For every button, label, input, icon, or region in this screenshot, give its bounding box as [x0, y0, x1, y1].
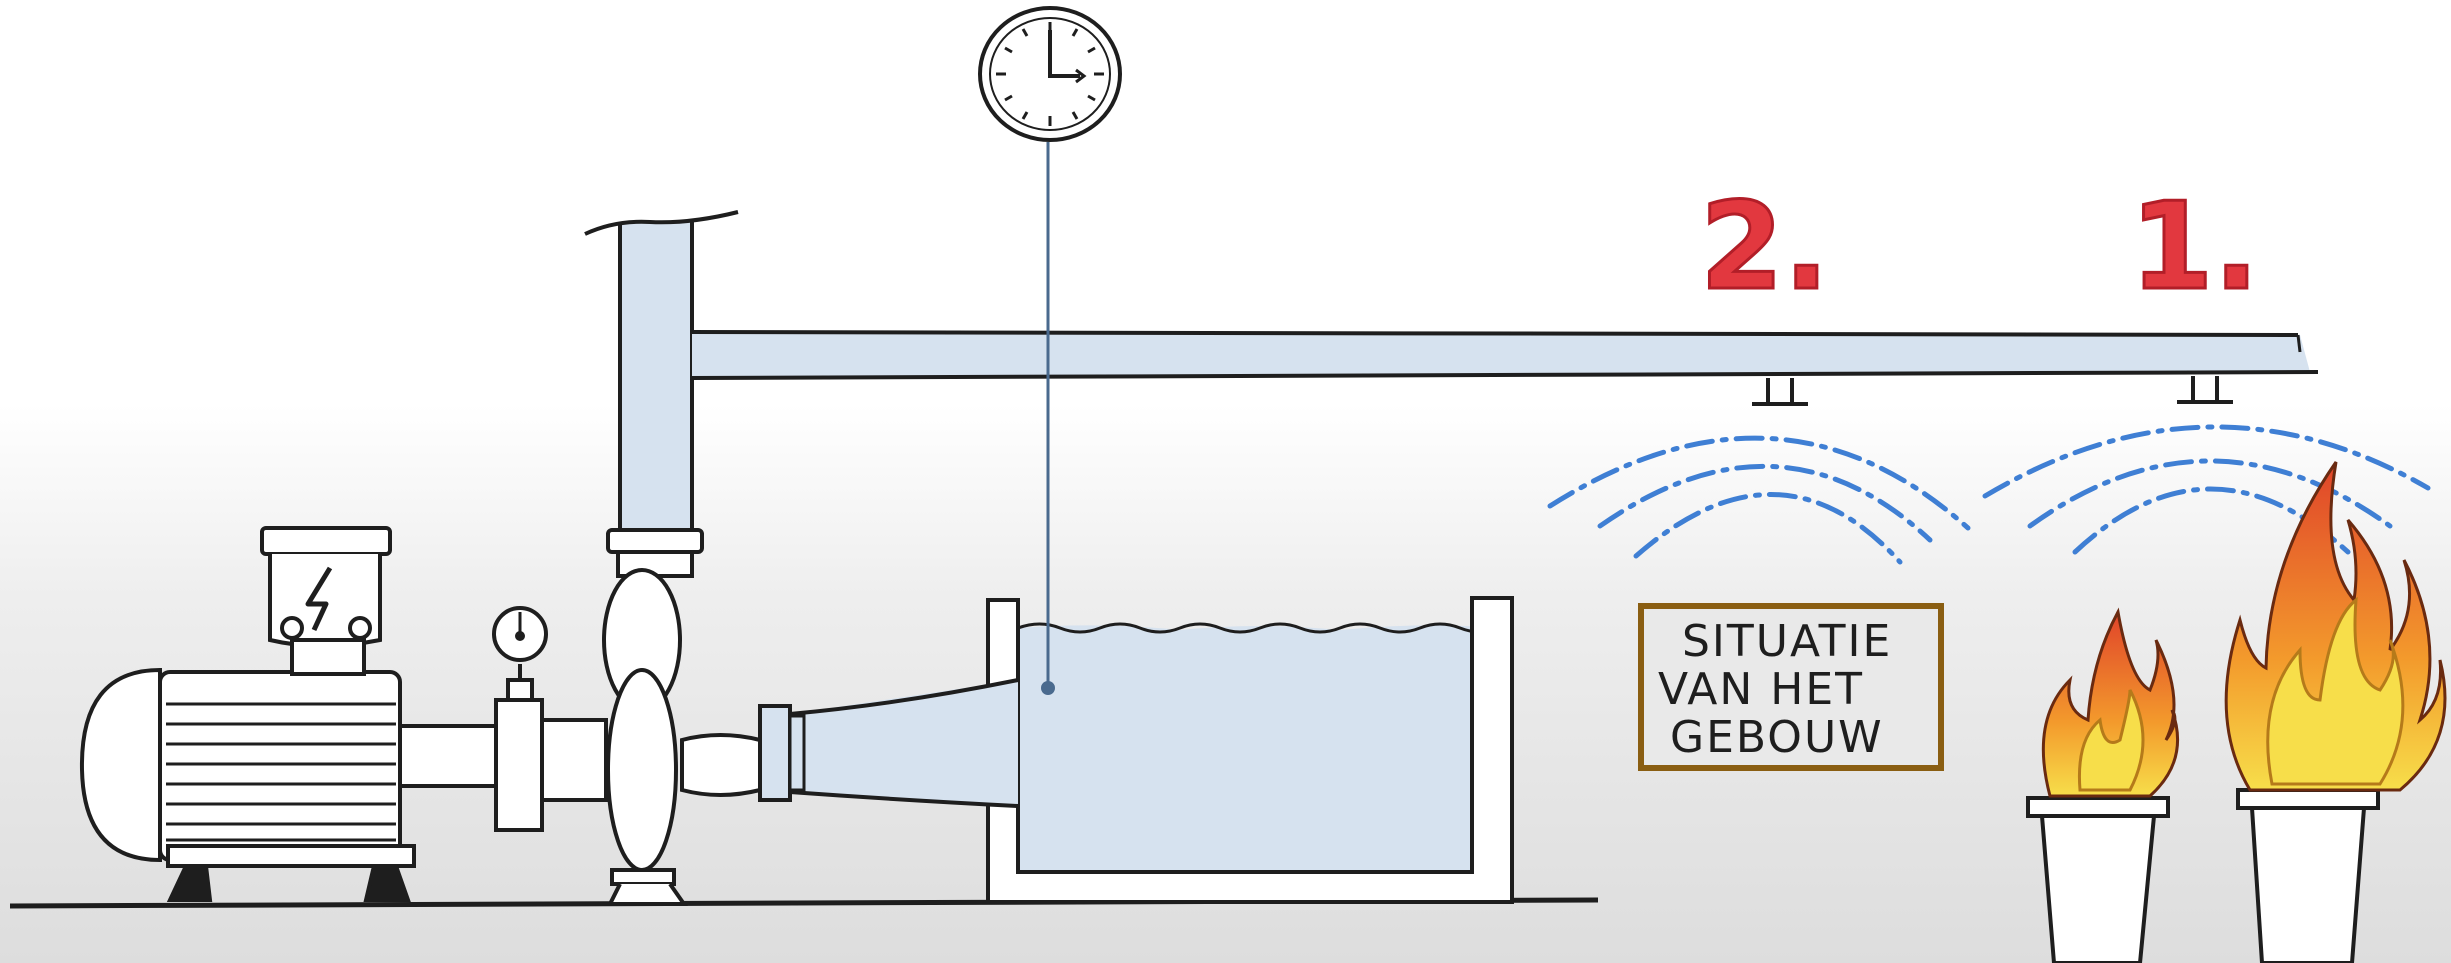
suction-pipe: [760, 680, 1018, 806]
sprinkler-1-number: 1.: [2130, 188, 2259, 308]
main-pipe: [692, 332, 2318, 378]
sprinkler-head-1: [2177, 376, 2233, 402]
motor-junction-box: [262, 528, 390, 674]
building-situation-sign: SITUATIE VAN HET GEBOUW: [1638, 603, 1944, 771]
sign-line-2: VAN HET: [1658, 665, 1864, 715]
fire-icon: [2043, 462, 2445, 796]
water-tank: [988, 598, 1512, 902]
fire-bucket-large: [2238, 790, 2378, 963]
coupling: [400, 664, 606, 830]
fire-bucket-small: [2028, 798, 2168, 963]
sign-line-3: GEBOUW: [1670, 713, 1884, 763]
sign-line-1: SITUATIE: [1682, 617, 1892, 667]
sprinkler-2-number: 2.: [1700, 188, 1829, 308]
electric-motor: [82, 670, 414, 900]
clock-pointer-dot: [1041, 681, 1055, 695]
pressure-gauge-icon: [494, 608, 546, 660]
sprinkler-head-2: [1752, 378, 1808, 404]
clock-icon: [980, 8, 1120, 140]
pump: [604, 530, 760, 904]
